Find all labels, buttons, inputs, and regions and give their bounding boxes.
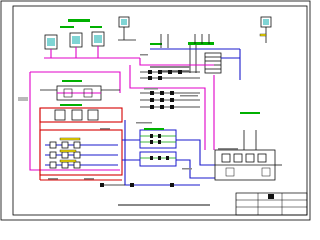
inner-frame — [12, 5, 308, 216]
supply-loop — [29, 58, 215, 171]
center-manifold-top-row — [140, 70, 200, 80]
top-right-unit-b — [259, 16, 272, 43]
center-manifold-mid — [139, 128, 177, 167]
misc-tags — [48, 54, 192, 180]
header-equipment — [213, 95, 282, 181]
top-units — [44, 19, 140, 59]
title-block — [235, 192, 308, 216]
return-lines — [100, 120, 215, 187]
hot-water-section — [39, 104, 123, 181]
drawing-canvas — [0, 0, 311, 221]
center-manifold-top — [140, 88, 200, 109]
chiller-unit — [40, 80, 120, 101]
left-marker — [18, 97, 28, 101]
heat-exchanger-block — [150, 34, 241, 80]
piping-diagram — [0, 0, 311, 221]
pump-rows — [45, 137, 118, 169]
top-right-unit-a — [118, 16, 136, 41]
outer-frame — [0, 0, 311, 221]
